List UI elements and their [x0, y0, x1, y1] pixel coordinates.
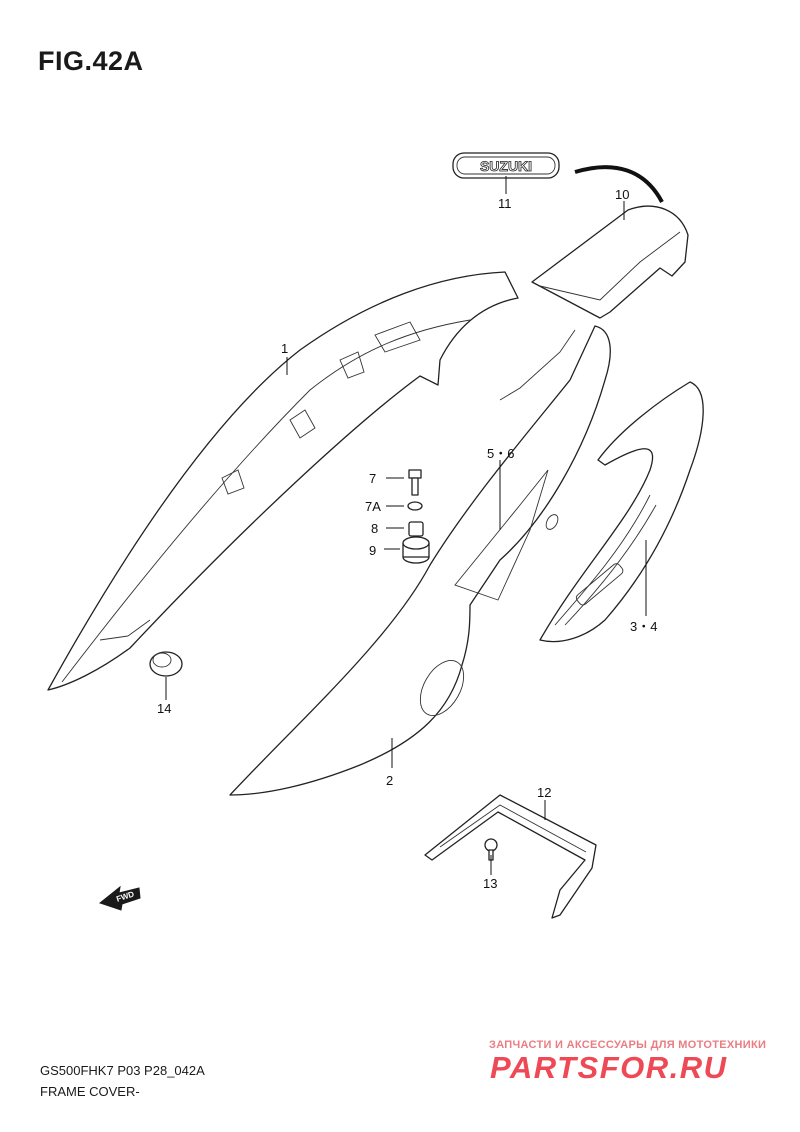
- cushion-part-9: [402, 536, 430, 564]
- callout-11: 11: [498, 196, 512, 211]
- callout-9: 9: [369, 543, 376, 558]
- callout-7a: 7A: [365, 499, 381, 514]
- callout-12: 12: [537, 785, 551, 800]
- callout-5-6: 5・6: [487, 446, 514, 461]
- fwd-arrow-icon: FWD: [98, 885, 141, 911]
- callout-8: 8: [371, 521, 378, 536]
- tail-cover-part-2: [229, 325, 611, 796]
- side-panel-part-3-4: [539, 381, 704, 643]
- callout-2: 2: [386, 773, 393, 788]
- watermark-tagline: ЗАПЧАСТИ И АКСЕССУАРЫ ДЛЯ МОТОТЕХНИКИ: [489, 1039, 767, 1051]
- collar-part-8: [408, 521, 424, 537]
- leader-lines: [165, 176, 647, 875]
- callout-13: 13: [483, 876, 497, 891]
- washer-part-7a: [407, 501, 423, 511]
- callout-1: 1: [281, 341, 288, 356]
- section-name: FRAME COVER-: [40, 1084, 140, 1099]
- callout-10: 10: [615, 187, 629, 202]
- callout-14: 14: [157, 701, 171, 716]
- model-code: GS500FHK7 P03 P28_042A: [40, 1063, 205, 1078]
- grommet-part-14: [149, 651, 183, 677]
- callout-labels: 1 2 3・4 5・6 7 7A 8 9 10 11 12 13 14: [157, 187, 657, 891]
- bolt-part-7: [408, 469, 422, 496]
- emblem-part-11: SUZUKI: [452, 152, 560, 179]
- callout-3-4: 3・4: [630, 619, 657, 634]
- callout-7: 7: [369, 471, 376, 486]
- tail-piece-part-10: [531, 165, 689, 319]
- bracket-part-12: [424, 794, 597, 919]
- figure-title: FIG.42A: [38, 46, 144, 76]
- watermark-logo: PARTSFOR.RU: [490, 1050, 728, 1085]
- emblem-text: SUZUKI: [480, 158, 532, 174]
- frame-cover-part-1: [47, 271, 519, 691]
